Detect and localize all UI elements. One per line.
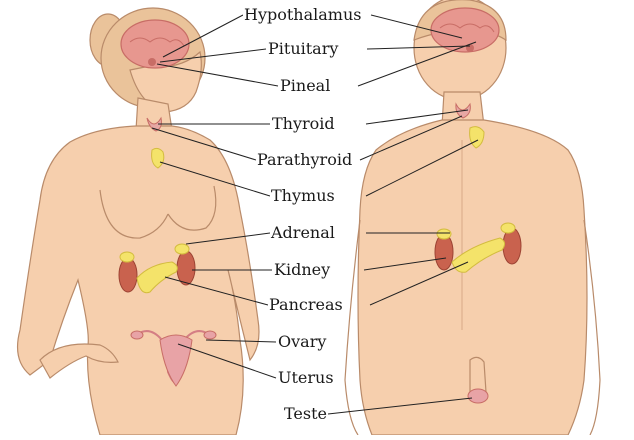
leader-pineal-female bbox=[156, 63, 279, 87]
label-adrenal: Adrenal bbox=[270, 223, 336, 242]
female-kidney-left bbox=[118, 257, 138, 293]
label-pancreas: Pancreas bbox=[268, 295, 344, 314]
female-ovary-left bbox=[130, 330, 144, 340]
male-arm-right bbox=[583, 219, 601, 436]
label-teste: Teste bbox=[283, 404, 329, 423]
male-adrenal-left bbox=[436, 228, 452, 240]
label-kidney: Kidney bbox=[273, 260, 332, 279]
leader-parathyroid-male bbox=[359, 115, 463, 161]
male-kidney-right bbox=[502, 227, 522, 265]
male-figure bbox=[344, 0, 601, 436]
female-pancreas bbox=[136, 261, 178, 294]
male-brain bbox=[430, 7, 500, 53]
female-pituitary bbox=[148, 58, 156, 66]
leader-lines bbox=[151, 14, 479, 415]
female-brain-folds bbox=[129, 37, 185, 47]
male-teste bbox=[467, 388, 489, 404]
leader-thymus-female bbox=[159, 161, 271, 197]
leader-kidney-male bbox=[363, 257, 447, 271]
leader-thymus-male bbox=[365, 139, 479, 197]
leader-pineal-male bbox=[357, 41, 477, 87]
leader-pituitary-female bbox=[159, 48, 267, 63]
female-breast-left bbox=[99, 189, 169, 239]
male-brain-folds bbox=[439, 23, 495, 33]
leader-thyroid-male bbox=[365, 109, 469, 125]
male-adrenal-right bbox=[500, 222, 516, 234]
female-uterus bbox=[159, 334, 193, 387]
leader-pancreas-female bbox=[164, 276, 269, 306]
female-adrenal-right bbox=[174, 243, 190, 255]
female-kidney-right bbox=[176, 250, 196, 286]
leader-hypothalamus-female bbox=[162, 14, 244, 58]
label-parathyroid: Parathyroid bbox=[256, 150, 354, 169]
label-ovary: Ovary bbox=[277, 332, 328, 351]
female-breast-right bbox=[167, 185, 217, 231]
label-hypothalamus: Hypothalamus bbox=[243, 5, 363, 24]
leader-hypothalamus-male bbox=[370, 14, 463, 39]
female-adrenal-left bbox=[119, 251, 135, 263]
female-brain bbox=[120, 19, 190, 69]
label-pineal: Pineal bbox=[279, 76, 332, 95]
leader-ovary bbox=[205, 339, 277, 343]
leader-adrenal-female bbox=[185, 232, 271, 245]
male-arm-left bbox=[344, 219, 361, 436]
female-hand bbox=[39, 343, 119, 379]
leader-parathyroid-female bbox=[151, 127, 257, 161]
label-pituitary: Pituitary bbox=[267, 39, 340, 58]
leader-teste bbox=[327, 397, 473, 415]
female-thymus bbox=[151, 147, 165, 169]
label-thymus: Thymus bbox=[270, 186, 336, 205]
leader-pancreas-male bbox=[369, 261, 469, 306]
female-ovary-right bbox=[203, 330, 217, 340]
label-thyroid: Thyroid bbox=[271, 114, 336, 133]
leader-pituitary-male bbox=[366, 45, 471, 50]
leader-uterus bbox=[177, 343, 277, 379]
female-thyroid bbox=[146, 116, 162, 132]
label-uterus: Uterus bbox=[277, 368, 335, 387]
female-figure bbox=[17, 7, 260, 436]
